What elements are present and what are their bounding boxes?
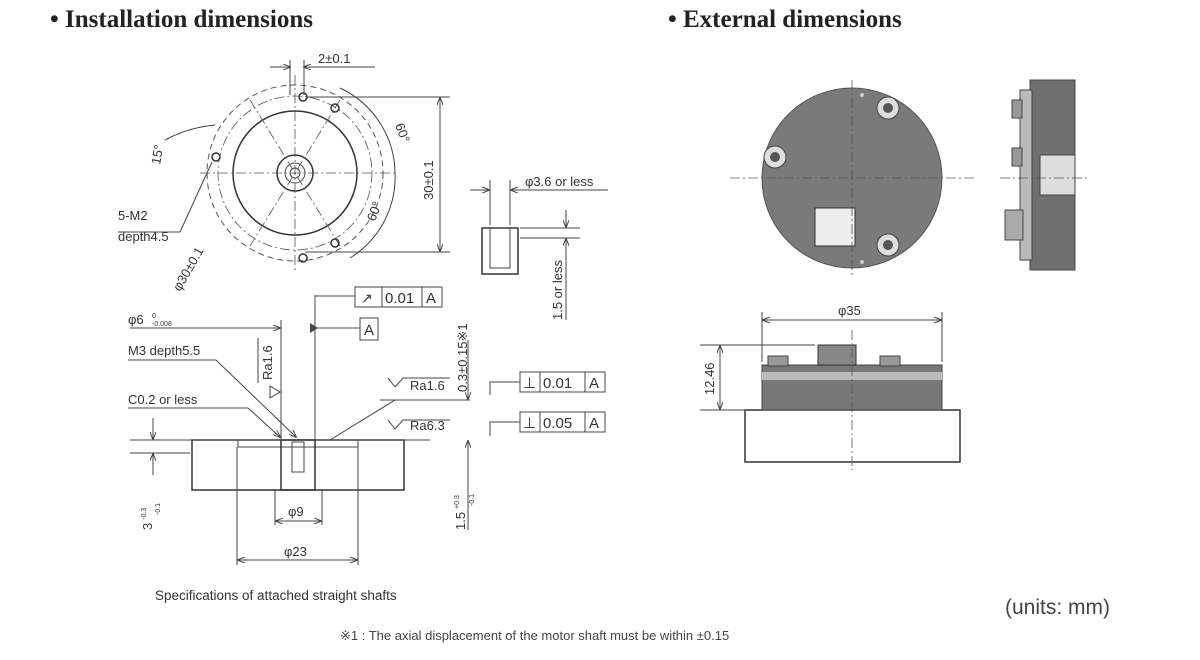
depth-right-label: 1.5+0.3 <box>453 495 468 530</box>
svg-text:A: A <box>426 290 436 307</box>
encoder-elevation-view: φ35 12.46 <box>700 303 961 470</box>
datum-box <box>359 317 379 341</box>
gap-label: 0.3±0.15※1 <box>455 323 470 392</box>
shaft-tol-lower: -0.008 <box>152 321 172 328</box>
perpendicularity-frame-2: ⊥ 0.05 A <box>489 411 606 436</box>
height-label: 30±0.1 <box>421 160 436 200</box>
depth-left-label: 3-0.3 <box>140 508 155 530</box>
base-roughness-label: Ra6.3 <box>410 418 445 433</box>
tapped-hole-detail: φ3.6 or less 1.5 or less <box>470 174 608 320</box>
units-label: (units: mm) <box>1005 596 1110 619</box>
section-caption: Specifications of attached straight shaf… <box>155 588 397 603</box>
pitch-label: 2±0.1 <box>318 51 350 66</box>
datum-label: A <box>364 322 374 339</box>
svg-text:↗: ↗ <box>361 290 373 306</box>
angle-label-left: 15° <box>148 144 166 166</box>
external-dimensions-title: • External dimensions <box>668 6 902 33</box>
footnote: ※1 : The axial displacement of the motor… <box>340 628 730 643</box>
svg-text:0.05: 0.05 <box>543 415 572 432</box>
shaft-roughness-label: Ra1.6 <box>260 345 275 380</box>
svg-text:⊥: ⊥ <box>523 415 536 432</box>
encoder-front-view <box>730 80 975 275</box>
external-height-label: 12.46 <box>702 362 717 395</box>
angle-label-bottom: 60° <box>364 199 385 223</box>
holes-depth-label: depth4.5 <box>118 229 169 244</box>
tap-label: M3 depth5.5 <box>128 343 200 358</box>
depth-right-tol-lower: -0.1 <box>469 494 476 506</box>
svg-text:0.01: 0.01 <box>543 375 572 392</box>
hole-diameter-label: φ3.6 or less <box>525 174 594 189</box>
angle-label-top: 60° <box>392 121 413 145</box>
depth-left-tol-lower: -0.1 <box>155 503 162 515</box>
shaft-section-view: φ6 0 -0.008 A ↗ 0.01 A M3 depth5.5 C0.2 … <box>128 286 606 565</box>
svg-text:⊥: ⊥ <box>523 375 536 392</box>
shaft-tol-upper: 0 <box>152 313 156 320</box>
perpendicularity-frame-1: ⊥ 0.01 A <box>489 371 606 395</box>
mounting-holes <box>211 92 340 263</box>
svg-text:0.01: 0.01 <box>385 290 414 307</box>
inner-diameter-label: φ9 <box>288 504 304 519</box>
external-diameter-label: φ35 <box>838 303 861 318</box>
pcd-label: φ30±0.1 <box>170 244 207 293</box>
svg-text:A: A <box>589 415 599 432</box>
installation-dimensions-title: • Installation dimensions <box>50 6 313 33</box>
svg-text:A: A <box>589 375 599 392</box>
chamfer-label: C0.2 or less <box>128 392 198 407</box>
runout-frame: ↗ 0.01 A <box>354 286 443 308</box>
shaft-diameter-label: φ6 <box>128 312 144 327</box>
hole-depth-label: 1.5 or less <box>550 260 565 320</box>
mounting-plan-view: 2±0.1 60° 60° 15° 5-M2 depth4.5 φ30±0.1 … <box>118 51 450 294</box>
holes-label: 5-M2 <box>118 208 148 223</box>
outer-diameter-label: φ23 <box>284 544 307 559</box>
encoder-side-view <box>1000 79 1090 271</box>
face-roughness-label: Ra1.6 <box>410 378 445 393</box>
